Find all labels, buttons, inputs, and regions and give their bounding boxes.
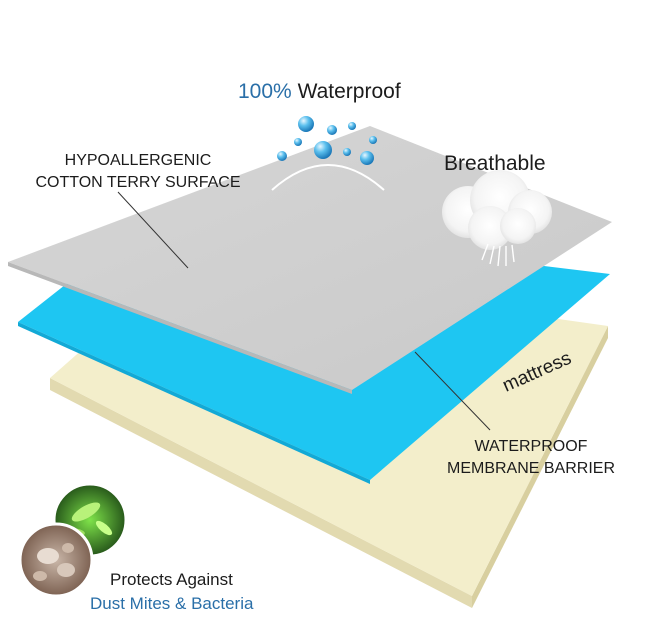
waterproof-percent: 100% [238, 80, 292, 103]
protects-label: Protects Against Dust Mites & Bacteria [90, 568, 253, 616]
breathable-label: Breathable [444, 152, 546, 175]
dust-mite-icon [18, 522, 94, 598]
protects-label-line2: Dust Mites & Bacteria [90, 594, 254, 613]
surface-leader-line [117, 191, 189, 269]
waterproof-word: Waterproof [297, 80, 401, 103]
waterproof-heading: 100% Waterproof [238, 80, 401, 104]
membrane-label-line2: MEMBRANE BARRIER [446, 460, 616, 477]
water-drops-icon [271, 116, 385, 191]
surface-label-line1: HYPOALLERGENIC [64, 152, 212, 169]
protects-label-line1: Protects Against [110, 570, 233, 589]
surface-label-line2: COTTON TERRY SURFACE [35, 174, 241, 191]
membrane-label: WATERPROOF MEMBRANE BARRIER [436, 436, 626, 480]
membrane-label-line1: WATERPROOF [474, 438, 588, 455]
surface-label: HYPOALLERGENIC COTTON TERRY SURFACE [22, 150, 254, 194]
vapor-cloud-icon [442, 170, 552, 267]
membrane-leader-line [414, 351, 491, 431]
